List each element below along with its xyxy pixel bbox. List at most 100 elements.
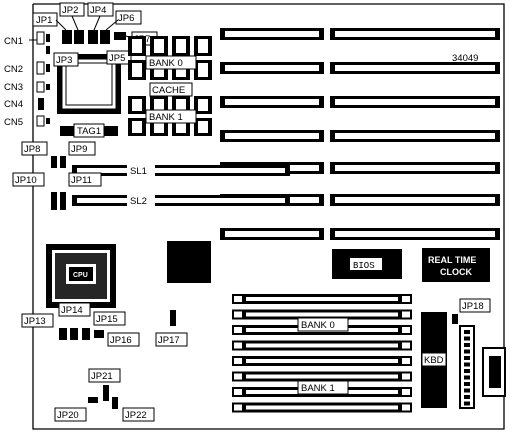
cache-sram-chip-body: [176, 39, 186, 53]
cache-sram-chip-body: [176, 121, 186, 133]
keyboard-din-connector: [482, 347, 506, 397]
cn2-label: CN2: [4, 64, 23, 75]
simm-slot-latch: [402, 342, 410, 349]
simm-slot-opening: [246, 312, 398, 317]
simm-slot-latch: [402, 389, 410, 395]
isa-slot-opening: [335, 231, 495, 237]
jumper-jp4: JP4: [87, 2, 114, 44]
jp21-label: JP21: [91, 371, 113, 382]
jumper-jp14: JP14: [58, 302, 91, 340]
jp10-label: JP10: [15, 175, 37, 186]
simm-slots: [232, 294, 412, 413]
cache-sram-chip-body: [154, 39, 164, 53]
jumper-jp6: JP6: [100, 10, 142, 44]
power-pin: [464, 336, 470, 341]
jumper-jp16: JP16: [94, 330, 140, 347]
figure-number: 34049: [452, 53, 478, 64]
power-pin: [464, 349, 470, 354]
cache-label: CACHE: [152, 85, 185, 96]
bios-chip: BIOS: [332, 249, 402, 279]
simm-slot-latch: [234, 327, 242, 333]
cn4-label: CN4: [4, 99, 23, 110]
simm-slot-opening: [246, 405, 398, 410]
jumper-jp1: JP1: [32, 12, 72, 44]
isa-slot-opening: [335, 31, 495, 37]
cache-sram-chip-body: [176, 99, 186, 111]
jp9-label: JP9: [71, 144, 87, 155]
power-pin: [464, 356, 470, 360]
cache-sram-chips: [128, 36, 212, 136]
cache-sram-chip-body: [198, 121, 208, 133]
rtc-label-line1: REAL TIME: [428, 255, 476, 265]
jumper-jp18: JP18: [452, 298, 491, 324]
isa-slot-opening: [335, 133, 495, 139]
connector-cn2: CN2: [4, 61, 45, 75]
real-time-clock: REAL TIME CLOCK: [422, 248, 490, 282]
jp20-label: JP20: [57, 410, 79, 421]
jp16-label: JP16: [110, 335, 132, 346]
isa-slot-opening: [225, 99, 319, 105]
simm-bank1-label-box: BANK 1: [297, 380, 349, 395]
jumper-jp15: JP15: [82, 311, 126, 340]
jp5-label: JP5: [109, 53, 125, 64]
simm-slot-latch: [402, 373, 410, 380]
power-pin: [464, 330, 470, 334]
connector-cn3: CN3: [4, 81, 45, 93]
kbd-label: KBD: [424, 355, 444, 366]
jumper-jp11: JP11: [60, 172, 102, 210]
jumper-jp10: JP10: [12, 172, 57, 210]
power-pin: [464, 395, 470, 399]
vl-slot-sl1: SL1: [72, 163, 290, 177]
jumper-jp8: JP8: [21, 141, 57, 168]
jp1-label: JP1: [36, 15, 52, 26]
chipset-chip: [167, 241, 211, 283]
cache-sram-chip-body: [154, 99, 164, 111]
jp15-label: JP15: [96, 314, 118, 325]
isa-slot-opening: [225, 231, 319, 237]
jumper-jp9: JP9: [60, 141, 96, 168]
cn1-label: CN1: [4, 36, 23, 47]
connector-cn1: CN1: [4, 31, 45, 47]
simm-slot-latch: [402, 296, 410, 302]
connector-cn4: CN4: [4, 98, 44, 110]
simm-slot-latch: [234, 404, 242, 411]
jumper-jp5: JP5: [106, 50, 132, 65]
jp22-label: JP22: [125, 410, 147, 421]
simm-bank0-label-box: BANK 0: [297, 317, 349, 332]
cache-sram-chip-body: [132, 39, 142, 53]
simm-slot-latch: [402, 358, 410, 364]
cpu-socket: CPU: [46, 244, 116, 308]
jp18-label: JP18: [462, 301, 484, 312]
cache-sram-chip-body: [176, 63, 186, 77]
simm-slot-opening: [246, 297, 398, 301]
jumper-jp22: JP22: [112, 397, 155, 422]
tag1-label: TAG1: [77, 126, 101, 137]
simm-bank0-label: BANK 0: [301, 320, 335, 331]
jp4-label: JP4: [90, 5, 106, 16]
jp3-label: JP3: [56, 55, 72, 66]
power-pin: [464, 362, 470, 367]
cache-sram-chip-body: [132, 121, 142, 133]
simm-bank1-label: BANK 1: [301, 383, 335, 394]
cn3-label: CN3: [4, 82, 23, 93]
jumper-jp21: JP21: [88, 368, 121, 401]
jp8-label: JP8: [24, 144, 40, 155]
keyboard-controller: KBD: [421, 312, 447, 408]
connector-cn5: CN5: [4, 115, 45, 128]
simm-slot-latch: [234, 373, 242, 380]
jp17-label: JP17: [158, 335, 180, 346]
power-pin: [464, 401, 470, 406]
simm-slot-latch: [234, 389, 242, 395]
cache-sram-chip-body: [198, 99, 208, 111]
cache-bank1-label: BANK 1: [149, 112, 183, 123]
power-pin: [464, 369, 470, 373]
power-pin: [464, 388, 470, 393]
cache-sram-chip-body: [132, 99, 142, 111]
cache-sram-chip-body: [198, 63, 208, 77]
isa-slot-opening: [335, 197, 495, 203]
isa-slot-opening: [335, 165, 495, 171]
isa-slot-opening: [335, 65, 495, 71]
jumper-leader-lines: [55, 15, 133, 39]
jumper-jp17: JP17: [155, 310, 188, 347]
